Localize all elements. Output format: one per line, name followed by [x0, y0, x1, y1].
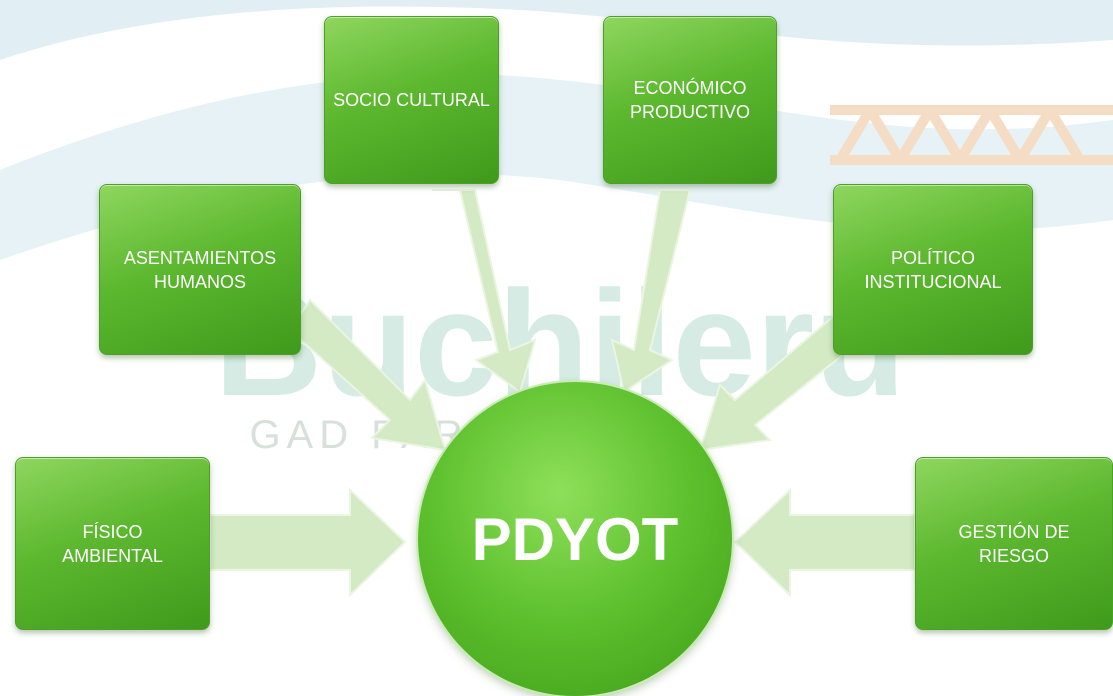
node-economico-productivo-label: ECONÓMICO PRODUCTIVO [629, 78, 750, 122]
node-socio-cultural: SOCIO CULTURAL [324, 16, 499, 184]
node-politico-institucional: POLÍTICO INSTITUCIONAL [833, 184, 1033, 355]
node-asentamientos-humanos-label: ASENTAMIENTOS HUMANOS [123, 247, 277, 292]
node-fisico-ambiental-label: FÍSICO AMBIENTAL [62, 521, 163, 566]
arrow-fisico [209, 487, 407, 598]
center-pdyot-label: PDYOT [471, 505, 679, 573]
watermark-wave-top [0, 0, 1113, 60]
arrow-asentamientos [288, 298, 447, 452]
node-socio-cultural-label: SOCIO CULTURAL [333, 90, 490, 110]
node-politico-institucional-label: POLÍTICO INSTITUCIONAL [864, 247, 1002, 292]
node-gestion-riesgo: GESTIÓN DE RIESGO [915, 457, 1113, 630]
node-gestion-riesgo-label: GESTIÓN DE RIESGO [958, 521, 1070, 566]
node-asentamientos-humanos: ASENTAMIENTOS HUMANOS [99, 184, 301, 355]
node-economico-productivo: ECONÓMICO PRODUCTIVO [603, 16, 777, 184]
center-pdyot-circle: PDYOT [418, 382, 732, 696]
arrow-politico [698, 313, 857, 452]
arrow-gestion [733, 487, 916, 598]
node-fisico-ambiental: FÍSICO AMBIENTAL [15, 457, 210, 630]
watermark-bridge [830, 105, 1113, 165]
